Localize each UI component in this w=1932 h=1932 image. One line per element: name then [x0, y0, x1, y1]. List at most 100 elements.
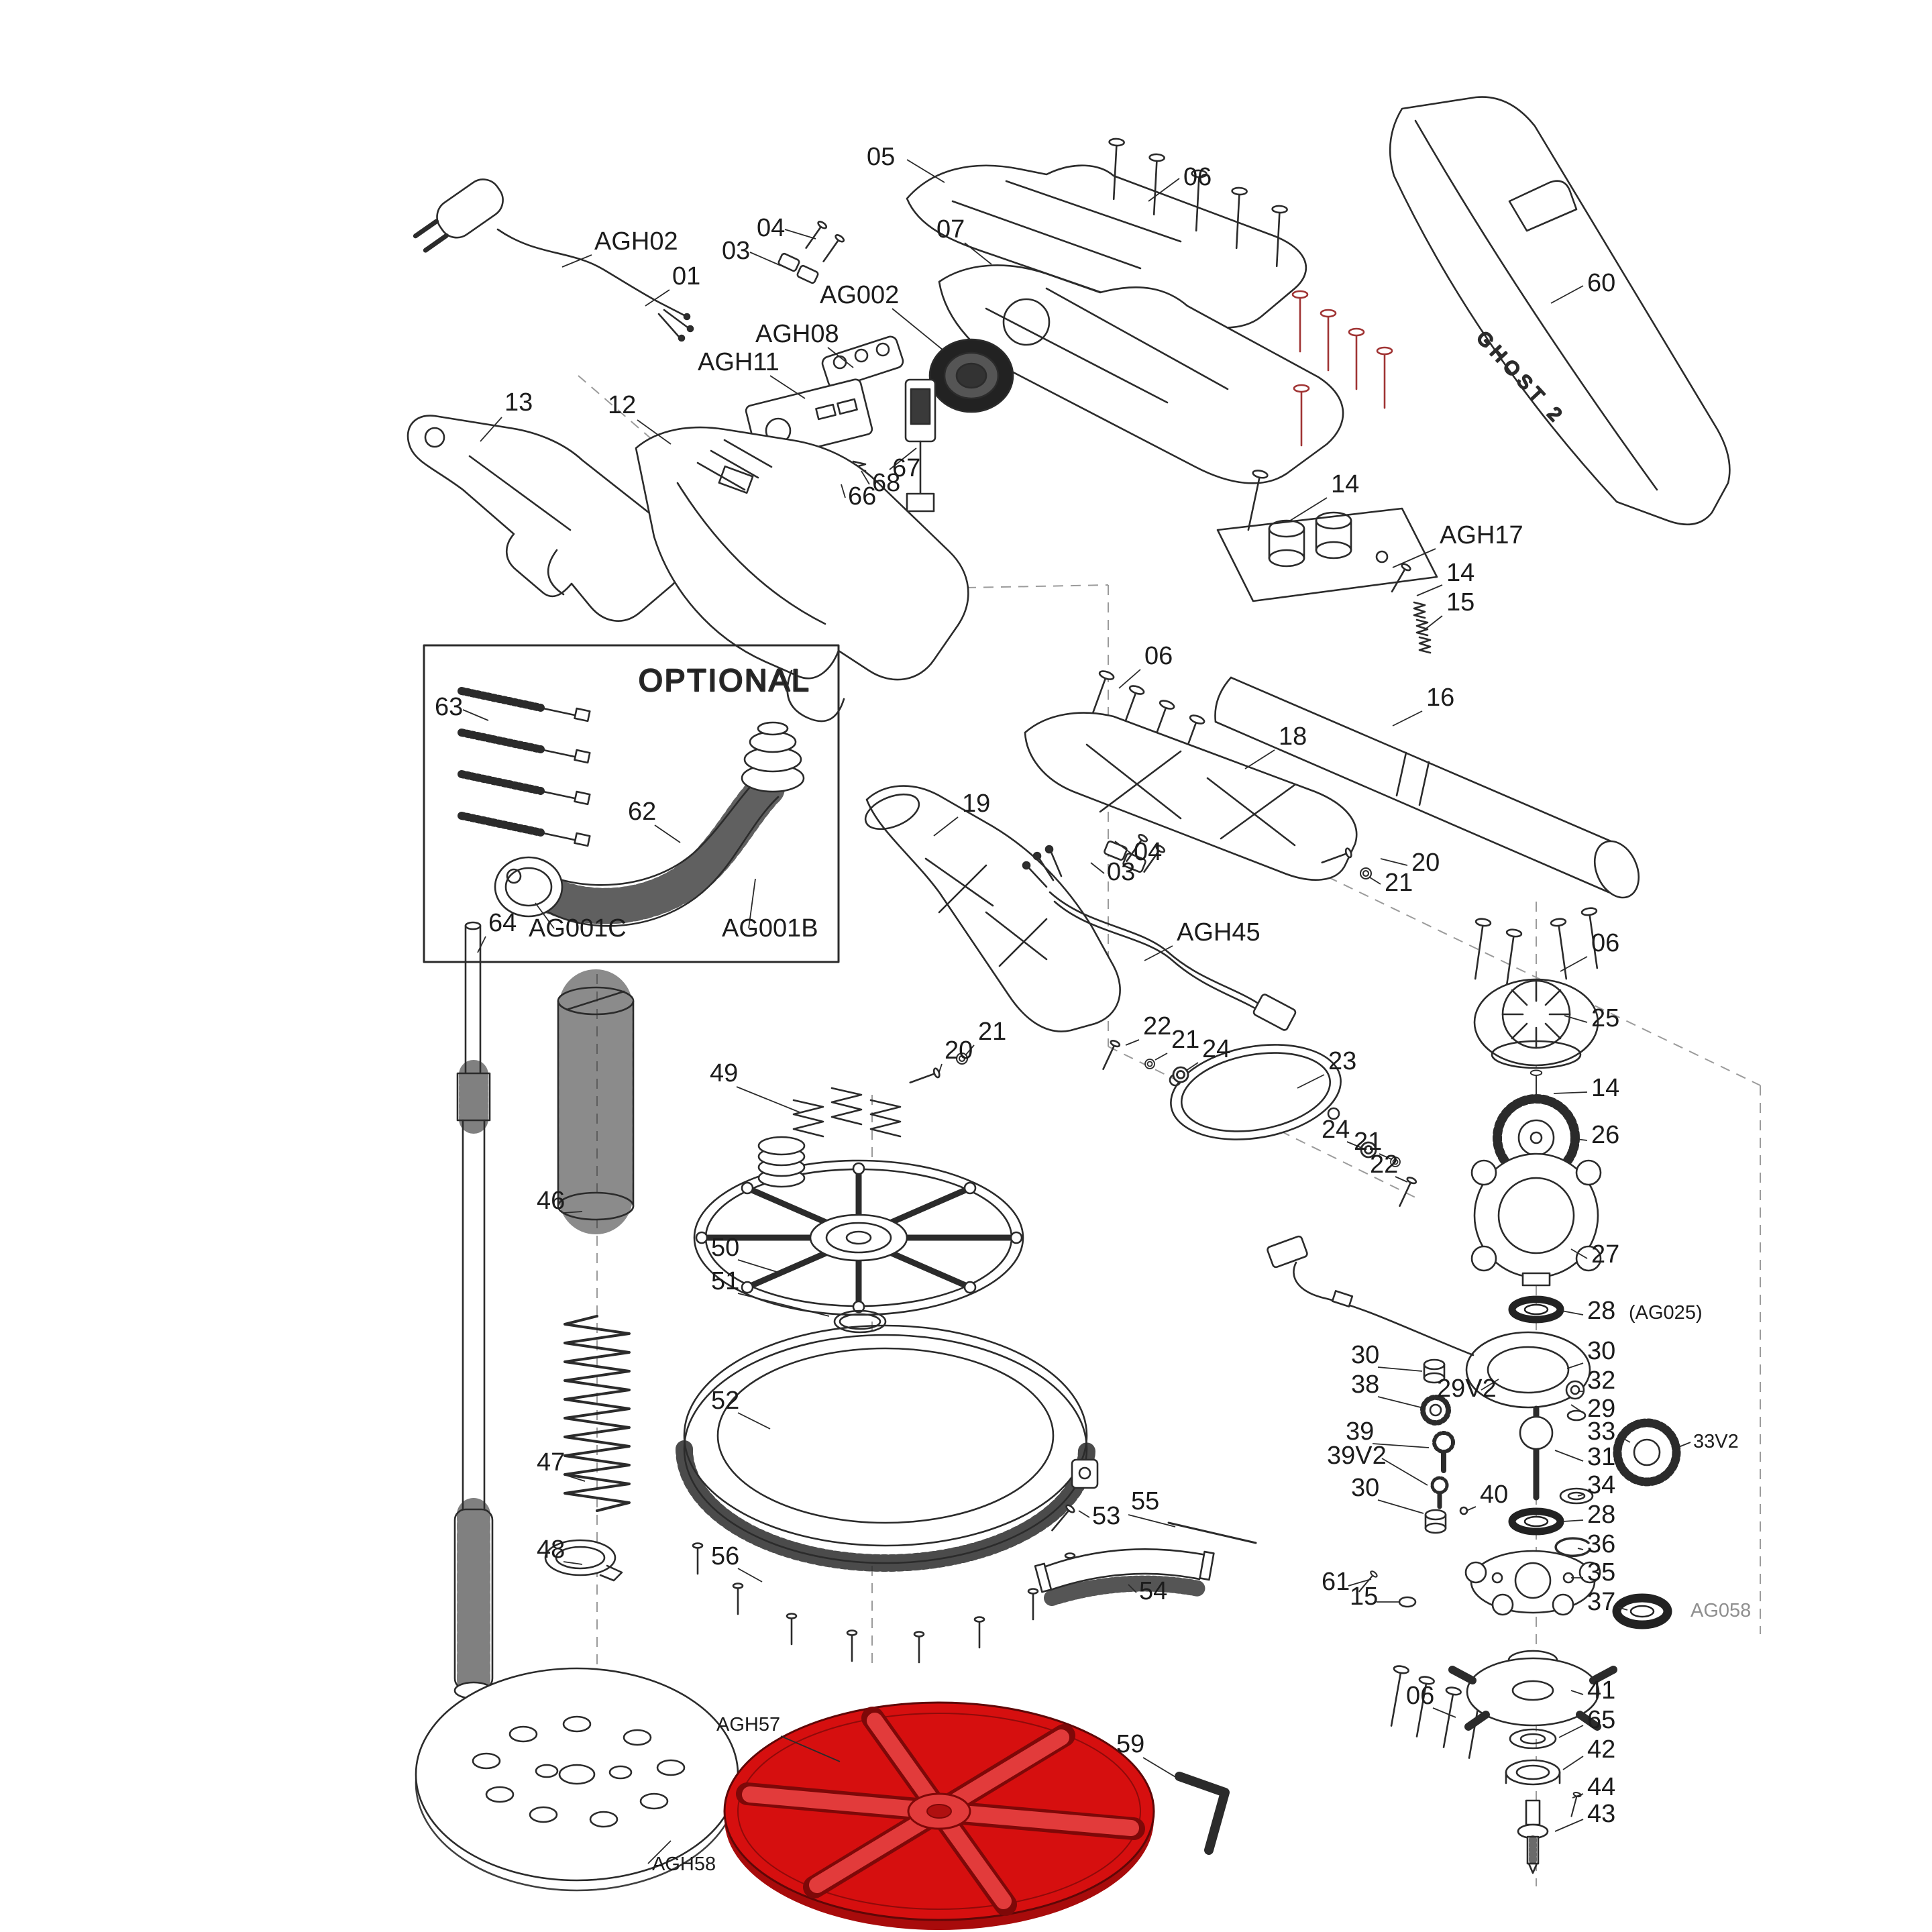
leader-line	[477, 936, 486, 953]
ring-gear-52	[676, 1324, 1099, 1572]
part-label-42: 42	[1587, 1735, 1615, 1764]
leader-line	[1570, 1690, 1584, 1695]
leader-line	[1287, 497, 1328, 523]
washer-34	[1559, 1487, 1594, 1505]
part-label-20: 20	[1411, 849, 1440, 877]
leader-line	[1142, 1757, 1177, 1778]
agh17-plate	[1216, 468, 1438, 654]
handle-13	[407, 415, 687, 622]
part-label-16: 16	[1426, 684, 1454, 712]
part-label-28: 28	[1587, 1297, 1615, 1325]
leader-line	[1562, 1756, 1584, 1770]
part-label-65: 65	[1587, 1706, 1615, 1734]
part-label-39: 39	[1346, 1417, 1374, 1446]
leader-line	[784, 229, 816, 239]
part-label-43: 43	[1587, 1800, 1615, 1828]
part-label-06: 06	[1144, 642, 1173, 670]
part-label-61: 61	[1322, 1568, 1350, 1596]
leader-line	[1416, 584, 1443, 596]
part-label-40: 40	[1480, 1481, 1508, 1509]
leader-line	[736, 1086, 800, 1113]
part-label-64: 64	[488, 909, 517, 937]
part-label-33V2: 33V2	[1693, 1431, 1739, 1452]
shaft-gear-39v2	[1430, 1476, 1449, 1509]
leader-line	[964, 242, 992, 265]
leader-line	[1550, 285, 1584, 304]
part-label-52: 52	[711, 1387, 739, 1415]
rotor-agh57-highlighted	[723, 1701, 1155, 1930]
leader-line	[1617, 1435, 1631, 1443]
leader-line	[1125, 1039, 1140, 1046]
leader-line	[1377, 1499, 1424, 1514]
clamp-48	[544, 1539, 623, 1582]
arm-19	[864, 785, 1121, 1032]
part-label-54: 54	[1139, 1577, 1167, 1605]
leader-line	[841, 484, 846, 498]
oring-51	[833, 1309, 887, 1334]
part-label-56: 56	[711, 1542, 739, 1570]
part-label-68: 68	[872, 469, 900, 497]
washer-65	[1509, 1728, 1557, 1750]
leader-line	[933, 816, 959, 837]
part-label-37: 37	[1587, 1588, 1615, 1616]
leader-line	[1348, 1578, 1372, 1587]
leader-line	[1466, 1506, 1477, 1511]
gear-33	[1613, 1418, 1681, 1487]
leader-line	[1564, 1015, 1588, 1023]
hex-key-59	[1175, 1772, 1230, 1855]
part-label-29V2: 29V2	[1437, 1375, 1497, 1403]
stator-29	[1267, 1235, 1591, 1409]
part-label-(AG025): (AG025)	[1629, 1302, 1703, 1324]
leader-line	[1432, 1707, 1456, 1718]
part-label-23: 23	[1328, 1047, 1356, 1075]
leader-line	[827, 347, 854, 368]
threaded-tube-46	[557, 969, 635, 1238]
leader-line	[1377, 1366, 1423, 1372]
part-label-26: 26	[1591, 1121, 1619, 1149]
part-label-04: 04	[1134, 838, 1162, 866]
part-label-62: 62	[628, 798, 656, 826]
part-label-36: 36	[1587, 1530, 1615, 1558]
leader-line	[889, 447, 917, 470]
leader-line	[1185, 1062, 1199, 1071]
part-label-32: 32	[1587, 1366, 1615, 1395]
leader-line	[892, 308, 944, 351]
bushing-30c	[1424, 1509, 1447, 1534]
cable-ties-63	[458, 687, 591, 847]
part-label-50: 50	[711, 1234, 739, 1262]
optional-box: OPTIONAL	[423, 644, 840, 963]
leader-line	[1380, 858, 1408, 866]
leader-line	[563, 1211, 583, 1214]
hose-62	[494, 721, 805, 927]
springs-49	[792, 1087, 902, 1138]
part-label-AGH02: AGH02	[594, 227, 678, 256]
leader-line	[737, 1293, 830, 1317]
leader-line	[780, 1735, 841, 1762]
part-label-27: 27	[1591, 1240, 1619, 1269]
leader-line	[1144, 945, 1173, 961]
part-label-30: 30	[1351, 1474, 1379, 1502]
leader-line	[1369, 877, 1381, 885]
part-label-46: 46	[537, 1187, 565, 1215]
part-label-14: 14	[1591, 1074, 1619, 1102]
leader-line	[563, 1474, 586, 1482]
part-label-66: 66	[848, 482, 876, 511]
part-label-63: 63	[435, 693, 463, 721]
leader-line	[1481, 1379, 1499, 1391]
leader-line	[1395, 1176, 1408, 1183]
part-label-15: 15	[1350, 1582, 1378, 1611]
leader-line	[1155, 1053, 1168, 1061]
leader-line	[1570, 1248, 1588, 1259]
gasket-23	[1169, 1044, 1342, 1140]
leader-line	[1577, 1548, 1584, 1550]
part-label-06: 06	[1183, 163, 1212, 191]
pin-55-screw-53	[1047, 1503, 1257, 1544]
leader-line	[1676, 1442, 1691, 1448]
part-label-34: 34	[1587, 1471, 1615, 1499]
part-label-AG001C: AG001C	[529, 914, 627, 943]
part-label-AGH08: AGH08	[755, 320, 839, 348]
leader-line	[861, 470, 870, 485]
leader-line	[1078, 1510, 1090, 1518]
bearing-28a	[1508, 1295, 1564, 1324]
